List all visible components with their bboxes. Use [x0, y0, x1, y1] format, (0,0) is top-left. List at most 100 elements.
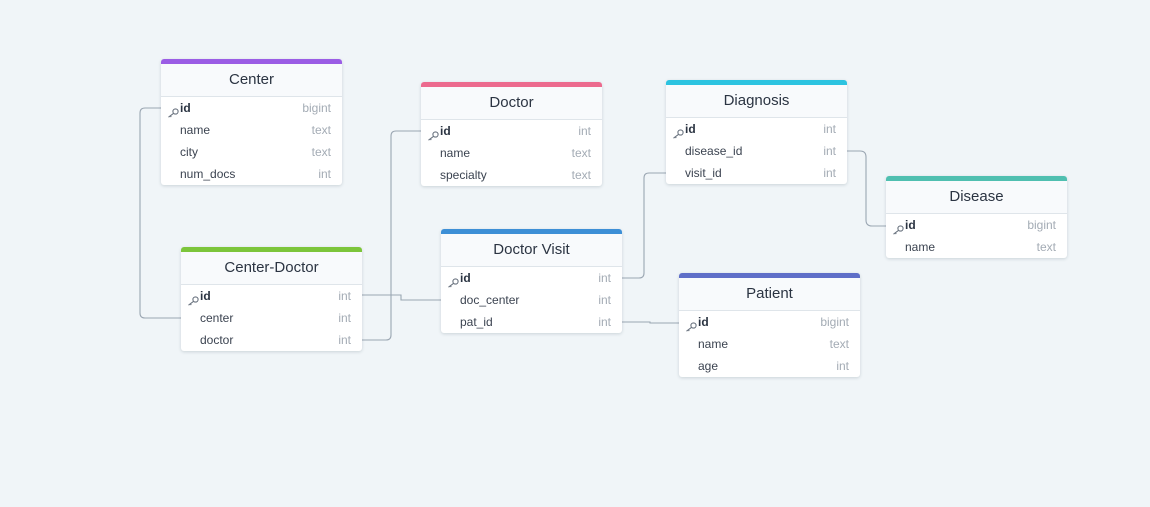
table-patient[interactable]: Patient id bigint name text age int: [679, 273, 860, 377]
table-color-bar: [161, 59, 342, 64]
field-row-id[interactable]: id int: [441, 267, 622, 289]
table-title: Center-Doctor: [181, 252, 362, 285]
field-type: int: [578, 124, 591, 138]
field-type: int: [823, 122, 836, 136]
field-name: id: [698, 315, 709, 329]
link-center-doctor-doctor-to-doctor-id: [362, 130, 421, 341]
field-row-disease-id[interactable]: disease_id int: [666, 140, 847, 162]
table-title: Doctor Visit: [441, 234, 622, 267]
field-list: id bigint name text city text num_docs int: [161, 97, 342, 185]
field-name: doc_center: [460, 293, 520, 307]
table-color-bar: [666, 80, 847, 85]
field-type: int: [338, 289, 351, 303]
table-color-bar: [679, 273, 860, 278]
table-color-bar: [886, 176, 1067, 181]
field-name: id: [180, 101, 191, 115]
field-row-id[interactable]: id int: [181, 285, 362, 307]
primary-key-icon: [167, 103, 179, 118]
field-row-center[interactable]: center int: [181, 307, 362, 329]
field-row-id[interactable]: id bigint: [886, 214, 1067, 236]
link-disease-id-to-disease-id: [847, 150, 886, 227]
table-title: Doctor: [421, 87, 602, 120]
field-row-id[interactable]: id int: [421, 120, 602, 142]
field-row-age[interactable]: age int: [679, 355, 860, 377]
field-type: text: [1036, 240, 1056, 254]
field-list: id int center int doctor int: [181, 285, 362, 351]
table-color-bar: [421, 82, 602, 87]
field-type: int: [338, 333, 351, 347]
primary-key-icon: [427, 126, 439, 141]
field-row-doctor[interactable]: doctor int: [181, 329, 362, 351]
field-row-name[interactable]: name text: [161, 119, 342, 141]
field-type: int: [598, 293, 611, 307]
table-title: Patient: [679, 278, 860, 311]
field-row-id[interactable]: id bigint: [161, 97, 342, 119]
field-name: specialty: [440, 168, 487, 182]
field-name: name: [905, 240, 936, 254]
field-type: int: [598, 271, 611, 285]
field-name: id: [905, 218, 916, 232]
field-name: city: [180, 145, 198, 159]
field-type: text: [311, 123, 331, 137]
field-type: int: [836, 359, 849, 373]
field-type: int: [338, 311, 351, 325]
field-name: doctor: [200, 333, 234, 347]
field-list: id bigint name text age int: [679, 311, 860, 377]
field-row-num-docs[interactable]: num_docs int: [161, 163, 342, 185]
field-type: int: [823, 166, 836, 180]
field-name: age: [698, 359, 719, 373]
field-type: int: [823, 144, 836, 158]
field-name: num_docs: [180, 167, 236, 181]
field-type: text: [829, 337, 849, 351]
table-title: Disease: [886, 181, 1067, 214]
field-name: id: [440, 124, 451, 138]
field-type: text: [571, 146, 591, 160]
table-color-bar: [181, 247, 362, 252]
table-title: Diagnosis: [666, 85, 847, 118]
field-row-city[interactable]: city text: [161, 141, 342, 163]
field-list: id bigint name text: [886, 214, 1067, 258]
field-name: disease_id: [685, 144, 743, 158]
field-row-id[interactable]: id bigint: [679, 311, 860, 333]
primary-key-icon: [447, 273, 459, 288]
field-name: name: [698, 337, 729, 351]
field-type: text: [571, 168, 591, 182]
primary-key-icon: [892, 220, 904, 235]
field-row-specialty[interactable]: specialty text: [421, 164, 602, 186]
table-center-doctor[interactable]: Center-Doctor id int center int doctor int: [181, 247, 362, 351]
field-type: bigint: [1027, 218, 1056, 232]
field-row-name[interactable]: name text: [886, 236, 1067, 258]
field-row-pat-id[interactable]: pat_id int: [441, 311, 622, 333]
field-type: bigint: [302, 101, 331, 115]
link-visit-id-to-doctor-visit-id: [622, 172, 666, 279]
link-pat-id-to-patient-id: [622, 321, 679, 324]
field-name: id: [200, 289, 211, 303]
primary-key-icon: [187, 291, 199, 306]
field-name: pat_id: [460, 315, 493, 329]
field-name: id: [460, 271, 471, 285]
field-name: name: [180, 123, 211, 137]
link-center-doctor-id-to-doc-center: [362, 294, 441, 301]
field-type: int: [318, 167, 331, 181]
field-row-name[interactable]: name text: [679, 333, 860, 355]
field-row-doc-center[interactable]: doc_center int: [441, 289, 622, 311]
table-disease[interactable]: Disease id bigint name text: [886, 176, 1067, 258]
table-color-bar: [441, 229, 622, 234]
field-type: text: [311, 145, 331, 159]
field-type: int: [598, 315, 611, 329]
field-name: center: [200, 311, 234, 325]
field-type: bigint: [820, 315, 849, 329]
table-title: Center: [161, 64, 342, 97]
primary-key-icon: [685, 317, 697, 332]
